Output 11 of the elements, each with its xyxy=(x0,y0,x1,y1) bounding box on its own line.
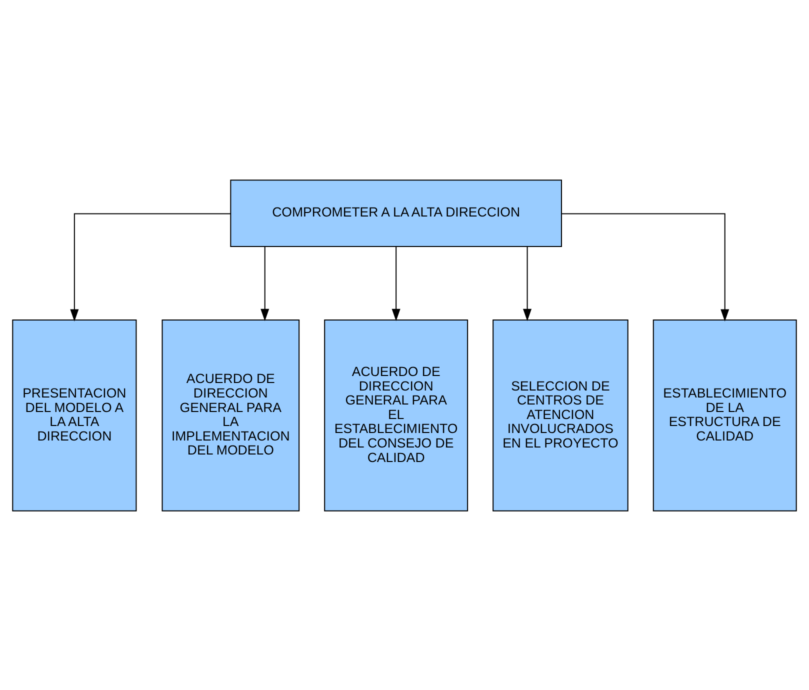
node-box: SELECCION DE CENTROS DE ATENCION INVOLUCRADOS EN EL PROYECTO xyxy=(492,318,628,511)
node-box: ACUERDO DE DIRECCION GENERAL PARA EL ESTABLECIMIENTO DEL CONSEJO DE CALIDAD xyxy=(324,318,468,511)
arrow xyxy=(523,246,532,321)
node-box: COMPROMETER A LA ALTA DIRECCION xyxy=(230,179,562,246)
arrow xyxy=(70,212,231,321)
node-box: PRESENTACION DEL MODELO A LA ALTA DIRECCION xyxy=(12,318,137,511)
node-box: ESTABLECIMIENTO DE LA ESTRUCTURA DE CALIDAD xyxy=(652,318,797,511)
arrow xyxy=(392,246,400,321)
arrow xyxy=(260,246,270,321)
node-box: ACUERDO DE DIRECCION GENERAL PARA LA IMPLEMENTACION DEL MODELO xyxy=(162,318,300,511)
arrow xyxy=(562,212,730,321)
